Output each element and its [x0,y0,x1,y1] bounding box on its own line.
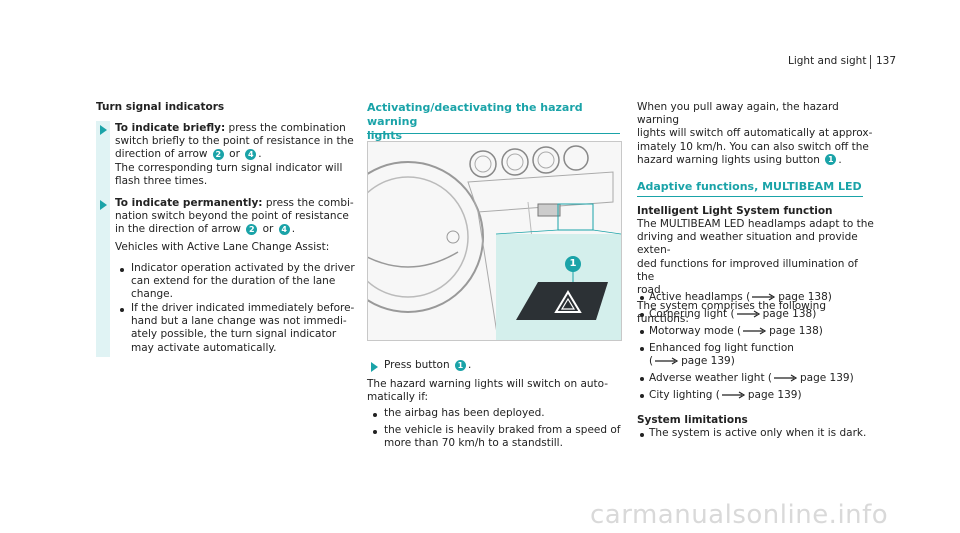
hazard-heading: Activating/deactivating the hazard warni… [367,101,583,142]
dashboard-drawing [368,142,621,340]
header-divider [870,55,871,69]
page-ref-link[interactable]: page 138) [769,325,823,337]
adaptive-heading: Adaptive functions, MULTIBEAM LED [637,180,862,193]
list-item: Adverse weather light (page 139) [637,372,877,389]
page-ref-arrow-icon [655,357,679,365]
bullet [373,413,377,417]
step-arrow-icon [371,362,378,372]
function-list: Active headlamps (page 138) Cornering li… [637,291,877,406]
auto-switch-text: The hazard warning lights will switch on… [367,378,609,404]
bullet [373,430,377,434]
page-ref-arrow-icon [736,310,760,318]
switch-off-text: When you pull away again, the hazard war… [637,101,873,166]
list-item: Motorway mode (page 138) [637,325,877,342]
list-item: City lighting (page 139) [637,389,877,406]
list-item: Cornering light (page 138) [637,308,877,325]
page-ref-arrow-icon [721,391,746,399]
callout-2: 2 [246,223,258,235]
page-ref-arrow-icon [743,327,767,335]
page-number: 137 [876,55,897,67]
page-ref-link[interactable]: page 138) [762,308,817,320]
page-ref-link[interactable]: page 139) [800,372,854,384]
bullet-text: Indicator operation activated by the dri… [131,262,355,301]
callout-1: 1 [454,359,466,371]
header-section: Light and sight [788,55,867,67]
press-step: Press button 1. [384,359,472,371]
callout-2: 2 [212,148,224,160]
page-ref-arrow-icon [774,374,798,382]
step1-text: To indicate briefly: press the combinati… [115,122,354,187]
turn-signal-heading: Turn signal indicators [96,101,225,113]
callout-1: 1 [565,256,581,272]
heading-rule [637,196,863,197]
list-item: Active headlamps (page 138) [637,291,877,308]
limitation-text: The system is active only when it is dar… [649,427,867,439]
bullet [120,308,124,312]
page-ref-arrow-icon [752,293,776,301]
intelligent-light-heading: Intelligent Light System function [637,205,833,217]
system-limitations-heading: System limitations [637,414,748,426]
bullet-text: If the driver indicated immediately befo… [131,302,355,354]
callout-1: 1 [825,154,837,166]
bullet [120,268,124,272]
page-ref-link[interactable]: page 139) [747,389,802,401]
step2-text: To indicate permanently: press the combi… [115,197,354,253]
page-ref-link[interactable]: page 138) [778,291,832,303]
step-arrow-icon [100,200,107,210]
page-ref-link[interactable]: page 139) [681,355,735,368]
list-item: Enhanced fog light function (page 139) [637,342,877,372]
instruction-bar [96,121,110,357]
dashboard-illustration: 1 [367,141,622,341]
callout-4: 4 [245,148,257,160]
bullet [640,433,644,437]
step-arrow-icon [100,125,107,135]
watermark: carmanualsonline.info [590,500,889,530]
heading-rule [367,133,620,134]
callout-4: 4 [278,223,290,235]
bullet-text: the airbag has been deployed. [384,407,545,419]
multibeam-text: The MULTIBEAM LED headlamps adapt to the… [637,218,874,326]
bullet-text: the vehicle is heavily braked from a spe… [384,424,621,450]
